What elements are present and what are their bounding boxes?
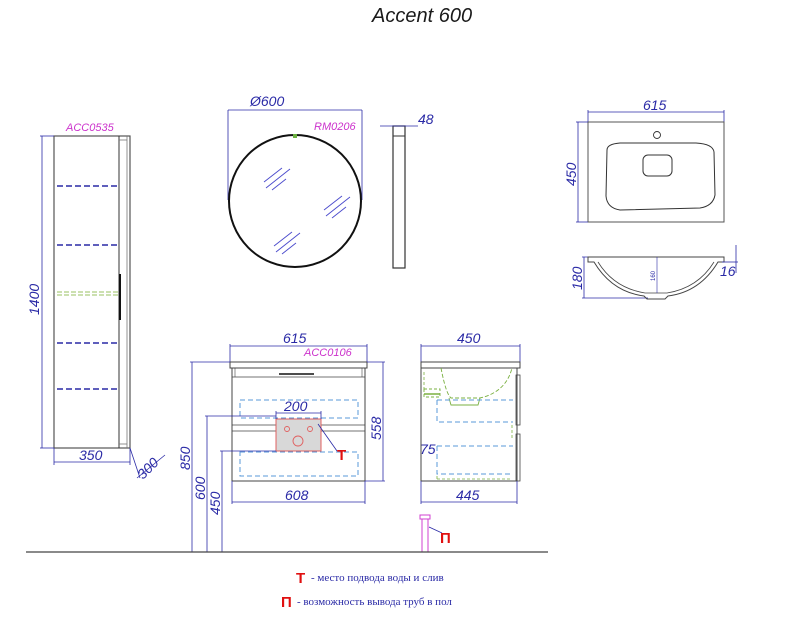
basin-drain	[642, 154, 673, 177]
vanity-top	[229, 361, 368, 369]
mirror-thickness: 48	[418, 111, 434, 127]
reflection-marks	[263, 167, 351, 255]
legend-symbol-t: Т	[296, 570, 305, 587]
basin-rim: 16	[720, 263, 736, 279]
hidden-basin	[440, 367, 513, 399]
hidden-siphon	[423, 388, 441, 398]
drawer-front-lower	[515, 433, 521, 482]
vanity-code: ACC0106	[303, 347, 353, 359]
basin-section-view: 180 160 16	[569, 245, 738, 300]
tall-cabinet-depth: 300	[134, 454, 162, 482]
drawer-inner-side-lower	[436, 445, 513, 475]
basin-width: 615	[643, 97, 667, 113]
connection-width: 200	[283, 398, 308, 414]
marker-p: П	[440, 530, 451, 547]
drawer-inner-side-upper	[436, 399, 513, 423]
tall-cabinet-width: 350	[79, 447, 103, 463]
basin-outline	[587, 121, 725, 223]
mirror-side	[392, 125, 406, 269]
mirror-diameter: Ø600	[249, 93, 284, 109]
drawing-title: Accent 600	[371, 5, 472, 27]
legend: Т - место подвода воды и слив П - возмож…	[281, 570, 452, 611]
vanity-side-offset: 75	[420, 441, 436, 457]
vanity-height: 558	[368, 416, 384, 440]
vanity-body-width: 608	[285, 487, 309, 503]
vanity-side-view: 450 75 445	[420, 330, 521, 504]
vanity-side-top-depth: 450	[457, 330, 481, 346]
marker-t: Т	[337, 447, 346, 464]
basin-section-height: 180	[569, 266, 585, 290]
legend-text-p: - возможность вывода труб в пол	[297, 596, 452, 608]
mirror-circle	[228, 134, 362, 268]
tall-cabinet-code: ACC0535	[65, 122, 115, 134]
drawer-inner-lower	[239, 451, 359, 477]
vanity-top-width: 615	[283, 330, 307, 346]
mirror: Ø600 RM0206 48	[227, 93, 434, 269]
vanity-side-body	[420, 367, 518, 482]
basin-section-shape	[587, 256, 725, 300]
basin-depth: 450	[563, 162, 579, 186]
vanity-body	[231, 367, 366, 482]
basin-top-view: 615 450	[563, 97, 725, 223]
legend-symbol-p: П	[281, 594, 292, 611]
floor-height-450: 450	[207, 491, 223, 515]
drawer-inner-upper	[239, 399, 359, 419]
tall-cabinet-height: 1400	[26, 284, 42, 315]
vanity-side-body-depth: 445	[456, 487, 480, 503]
tall-cabinet-body	[53, 135, 131, 449]
floor-height-850: 850	[177, 446, 193, 470]
drawer-front-upper	[515, 374, 521, 426]
basin-bowl	[605, 142, 716, 211]
tap-hole	[653, 131, 661, 139]
vanity-front-view: 615 ACC0106 200 Т 558	[177, 330, 385, 552]
basin-inner-depth: 160	[651, 270, 657, 281]
floor-pipe: П	[419, 514, 451, 553]
tall-cabinet: ACC0535 1400 350 300	[26, 122, 166, 482]
mirror-hanger	[293, 134, 297, 138]
mirror-code: RM0206	[314, 121, 356, 133]
vanity-side-top	[420, 361, 521, 369]
pipe-body	[421, 518, 429, 553]
legend-text-t: - место подвода воды и слив	[311, 572, 444, 584]
floor-height-600: 600	[192, 476, 208, 500]
